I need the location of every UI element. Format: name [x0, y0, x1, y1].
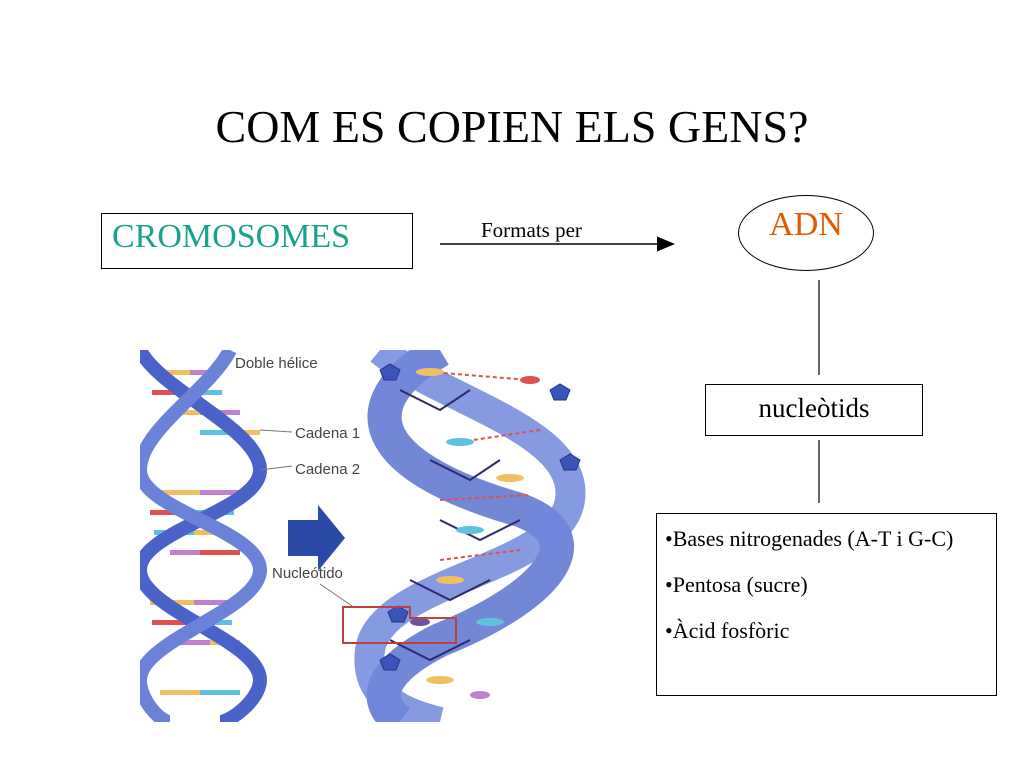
chromosomes-box: CROMOSOMES — [101, 213, 413, 269]
right-helix — [354, 350, 586, 722]
nucleotides-box: nucleòtids — [705, 384, 923, 436]
right-arrow-icon — [288, 505, 345, 571]
nucleotide-highlight-box — [342, 606, 457, 644]
chain1-label: Cadena 1 — [295, 425, 360, 442]
nucleotides-label: nucleòtids — [758, 393, 870, 423]
arrow-label: Formats per — [481, 218, 582, 242]
double-helix-illustration: Doble hélice Cadena 1 Cadena 2 Nucleótid… — [140, 350, 586, 722]
dna-label: ADN — [769, 206, 843, 243]
component-item: •Pentosa (sucre) — [665, 572, 808, 597]
component-item: •Bases nitrogenades (A-T i G-C) — [665, 526, 954, 551]
dna-ellipse: ADN — [738, 195, 874, 271]
chromosomes-label: CROMOSOMES — [112, 218, 351, 255]
page-title: COM ES COPIEN ELS GENS? — [215, 101, 809, 152]
components-box: •Bases nitrogenades (A-T i G-C) •Pentosa… — [656, 513, 997, 696]
component-item: •Àcid fosfòric — [665, 618, 790, 643]
nucleotide-label: Nucleótido — [272, 565, 343, 582]
left-helix-strands — [140, 350, 268, 722]
double-helix-label: Doble hélice — [235, 355, 318, 372]
chain2-label: Cadena 2 — [295, 461, 360, 478]
